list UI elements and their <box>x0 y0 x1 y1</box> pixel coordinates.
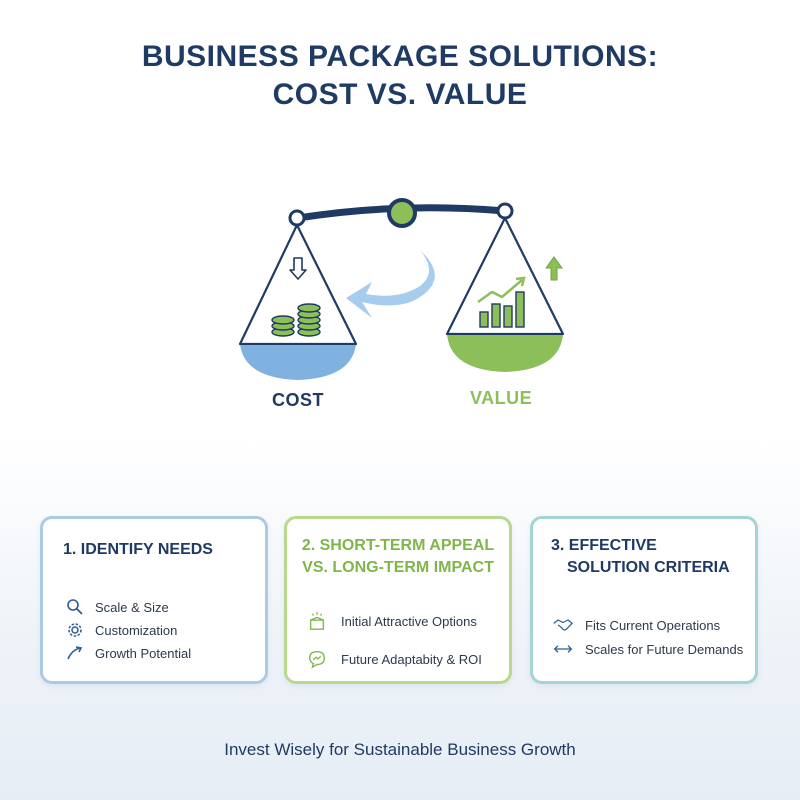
card-title-line: VS. LONG-TERM IMPACT <box>302 559 494 576</box>
card-title-line: 1. IDENTIFY NEEDS <box>63 541 213 558</box>
page-title: BUSINESS PACKAGE SOLUTIONS: COST VS. VAL… <box>0 38 800 114</box>
title-line-2: COST VS. VALUE <box>272 78 528 111</box>
list-item-label: Fits Current Operations <box>585 617 721 633</box>
search-icon <box>65 597 85 617</box>
right-hinge <box>496 202 514 220</box>
list-item: Growth Potential <box>65 643 191 663</box>
list-item: Fits Current Operations <box>553 615 720 635</box>
card-title: 3. EFFECTIVE SOLUTION CRITERIA <box>551 535 730 579</box>
footer-tagline: Invest Wisely for Sustainable Business G… <box>224 740 576 759</box>
coins-icon <box>271 303 321 337</box>
list-item-label: Scale & Size <box>95 599 169 615</box>
card-title: 2. SHORT-TERM APPEAL VS. LONG-TERM IMPAC… <box>287 535 509 579</box>
list-item-label: Customization <box>95 622 178 638</box>
list-item-label: Future Adaptabity & ROI <box>341 651 482 667</box>
list-item: Scales for Future Demands <box>553 639 743 659</box>
list-item: Initial Attractive Options <box>307 611 477 631</box>
list-item: Future Adaptabity & ROI <box>307 649 482 669</box>
gear-icon <box>65 620 85 640</box>
list-item-label: Growth Potential <box>95 645 192 661</box>
handshake-icon <box>553 615 573 635</box>
left-hinge <box>288 209 306 227</box>
cost-label: COST <box>272 390 325 410</box>
gift-box-icon <box>307 611 327 631</box>
balance-scale-illustration <box>238 198 565 380</box>
down-arrow-icon <box>289 257 307 280</box>
list-item-label: Scales for Future Demands <box>585 641 744 657</box>
double-arrow-icon <box>553 639 573 659</box>
cost-pan <box>238 223 358 380</box>
value-pan <box>445 216 565 372</box>
list-item: Customization <box>65 620 177 640</box>
scale-pivot <box>387 198 417 228</box>
card-title-line: 3. EFFECTIVE <box>551 537 657 554</box>
card-title-line: 2. SHORT-TERM APPEAL <box>301 537 495 554</box>
chat-chart-icon <box>307 649 327 669</box>
title-line-1: BUSINESS PACKAGE SOLUTIONS: <box>141 40 659 73</box>
card-identify-needs: 1. IDENTIFY NEEDS Scale & Size Customiza… <box>40 516 268 684</box>
value-label: VALUE <box>470 388 533 408</box>
card-short-vs-long-term: 2. SHORT-TERM APPEAL VS. LONG-TERM IMPAC… <box>284 516 512 684</box>
list-item-label: Initial Attractive Options <box>341 613 477 629</box>
up-arrow-icon <box>545 256 563 281</box>
growth-chart-icon <box>479 291 525 328</box>
transfer-arrow <box>346 250 435 318</box>
list-item: Scale & Size <box>65 597 169 617</box>
card-title: 1. IDENTIFY NEEDS <box>63 539 213 561</box>
growth-arrow-icon <box>65 643 85 663</box>
card-title-line: SOLUTION CRITERIA <box>567 559 730 576</box>
card-solution-criteria: 3. EFFECTIVE SOLUTION CRITERIA Fits Curr… <box>530 516 758 684</box>
